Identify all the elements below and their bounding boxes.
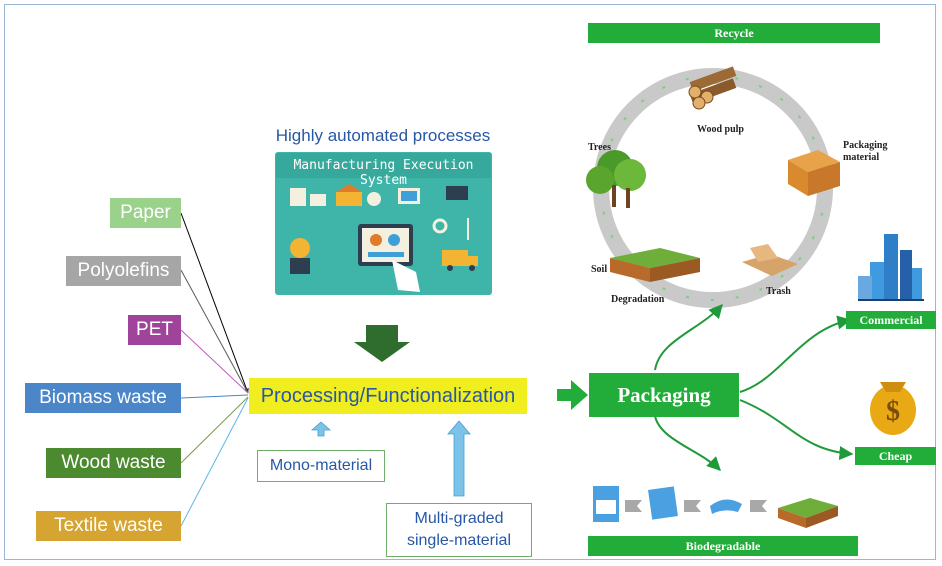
processing-box: Processing/Functionalization <box>249 378 527 414</box>
wood-logs-icon <box>688 66 737 110</box>
packaging-box: Packaging <box>589 373 739 417</box>
multi-up-arrow <box>447 420 471 497</box>
label-trees: Trees <box>588 142 611 153</box>
svg-text:$: $ <box>886 396 900 427</box>
packaging-branches <box>654 303 854 471</box>
commercial-bar: Commercial <box>846 311 936 329</box>
source-paper: Paper <box>110 198 181 228</box>
recycle-bar: Recycle <box>588 23 880 43</box>
box-icon <box>788 150 840 196</box>
automation-title: Highly automated processes <box>275 126 491 145</box>
packaging-arrow <box>557 380 588 410</box>
label-wood-pulp: Wood pulp <box>697 124 744 135</box>
biodegradable-sequence <box>593 486 838 528</box>
mono-up-arrow <box>310 421 332 437</box>
label-packaging-material-1: Packaging <box>843 140 888 151</box>
mono-material-box: Mono-material <box>257 450 385 482</box>
truck-icon <box>442 250 478 271</box>
source-pet: PET <box>128 315 181 345</box>
mes-panel-title: Manufacturing Execution System <box>293 158 474 188</box>
label-packaging-material-2: material <box>843 152 880 163</box>
connector-textile <box>180 397 249 527</box>
multi-material-box: Multi-graded single-material <box>386 503 532 557</box>
multi-material-line1: Multi-graded <box>414 510 504 527</box>
connector-polyolefins <box>180 269 249 394</box>
connector-paper <box>180 212 249 394</box>
city-icon <box>858 234 924 301</box>
worker-icon <box>290 238 310 258</box>
gear-icon <box>432 218 448 234</box>
factory-icon <box>290 188 326 206</box>
figure-frame <box>4 4 936 560</box>
source-wood-waste: Wood waste <box>46 448 181 478</box>
down-arrow <box>354 325 410 362</box>
label-trash: Trash <box>766 286 791 297</box>
mes-panel <box>275 152 492 295</box>
biodegradable-bar: Biodegradable <box>588 536 858 556</box>
source-textile-waste: Textile waste <box>36 511 181 541</box>
connector-pet <box>180 329 249 394</box>
soil-icon <box>610 248 700 282</box>
label-soil: Soil <box>591 264 608 275</box>
connector-wood <box>180 396 249 464</box>
hand-icon <box>392 260 420 292</box>
cheap-bar: Cheap <box>855 447 936 465</box>
multi-material-line2: single-material <box>406 532 512 549</box>
label-degradation: Degradation <box>611 294 665 305</box>
trash-icon <box>742 244 798 276</box>
source-polyolefins: Polyolefins <box>66 256 181 286</box>
money-bag-icon: $ <box>870 382 916 435</box>
laptop-icon <box>446 186 468 200</box>
connector-biomass <box>180 394 249 399</box>
trees-icon <box>586 150 646 208</box>
cloud-icon <box>367 192 381 206</box>
source-biomass-waste: Biomass waste <box>25 383 181 413</box>
source-connectors <box>180 212 249 527</box>
warehouse-icon <box>336 184 362 206</box>
